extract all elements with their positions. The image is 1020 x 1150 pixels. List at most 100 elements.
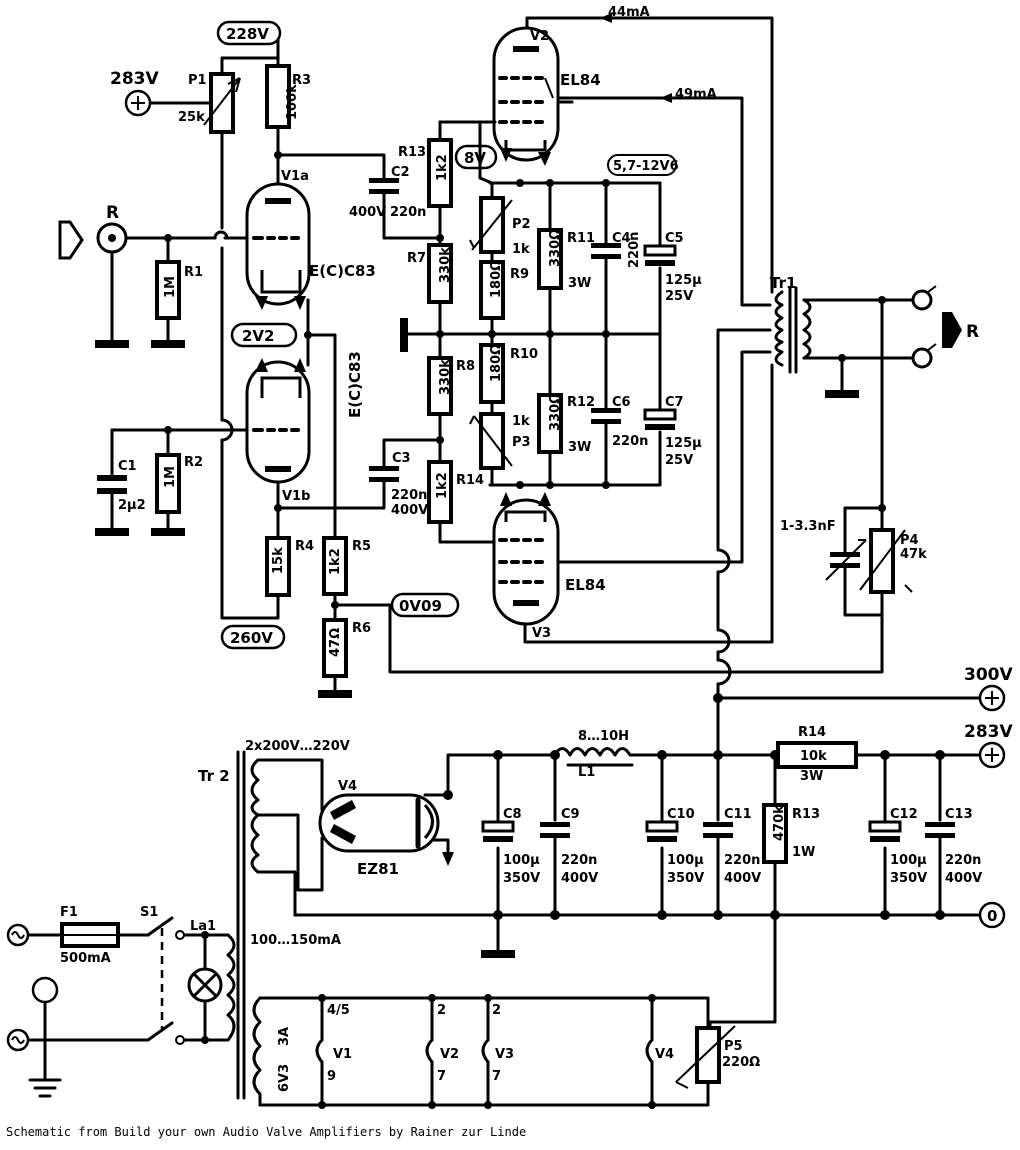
- svg-text:220n: 220n: [612, 434, 648, 449]
- svg-text:C10: C10: [667, 807, 695, 822]
- svg-text:330k: 330k: [438, 247, 453, 283]
- tube-labels: V1a E(C)C83 E(C)C83 V1b V2 EL84 V3 EL84 …: [281, 29, 606, 878]
- svg-text:350V: 350V: [667, 871, 704, 886]
- svg-text:C3: C3: [392, 451, 411, 466]
- svg-text:1-3.3nF: 1-3.3nF: [780, 519, 836, 534]
- svg-text:1M: 1M: [163, 466, 178, 488]
- terminal-283v-top[interactable]: 283V: [110, 69, 159, 117]
- svg-text:180Ω: 180Ω: [489, 260, 504, 298]
- heater-filaments: [315, 1038, 654, 1064]
- svg-text:220n: 220n: [561, 853, 597, 868]
- svg-text:283V: 283V: [964, 722, 1013, 742]
- svg-text:V4: V4: [655, 1047, 674, 1062]
- svg-text:R6: R6: [352, 621, 371, 636]
- capacitors: [97, 166, 955, 842]
- figure-caption: Schematic from Build your own Audio Valv…: [6, 1125, 526, 1139]
- input-jack[interactable]: R: [58, 203, 128, 260]
- junction-dots: [164, 151, 945, 1109]
- svg-text:R4: R4: [295, 539, 314, 554]
- svg-text:2x200V…220V: 2x200V…220V: [245, 739, 350, 754]
- tube-v1b-ecc83: [245, 358, 311, 484]
- svg-text:25V: 25V: [665, 453, 693, 468]
- output-terminals[interactable]: R: [911, 285, 979, 369]
- svg-text:220n: 220n: [945, 853, 981, 868]
- svg-text:C4: C4: [612, 231, 631, 246]
- svg-text:100k: 100k: [285, 84, 300, 120]
- svg-text:3W: 3W: [568, 276, 591, 291]
- svg-text:1k: 1k: [512, 414, 530, 429]
- svg-text:L1: L1: [578, 765, 595, 780]
- svg-text:V3: V3: [495, 1047, 514, 1062]
- svg-text:470k: 470k: [772, 805, 787, 841]
- svg-text:R12: R12: [567, 395, 595, 410]
- wire-crossovers: [213, 230, 732, 686]
- svg-text:E(C)C83: E(C)C83: [309, 262, 376, 280]
- svg-text:330Ω: 330Ω: [548, 229, 563, 267]
- svg-text:100µ: 100µ: [667, 853, 704, 868]
- svg-text:125µ: 125µ: [665, 273, 702, 288]
- terminal-300v[interactable]: 300V: [964, 665, 1013, 712]
- svg-text:R7: R7: [407, 251, 426, 266]
- svg-text:C9: C9: [561, 807, 580, 822]
- tube-v3-el84: [492, 492, 560, 626]
- svg-text:500mA: 500mA: [60, 951, 111, 966]
- svg-text:2µ2: 2µ2: [118, 498, 146, 513]
- svg-text:100µ: 100µ: [890, 853, 927, 868]
- svg-text:220n: 220n: [390, 205, 426, 220]
- svg-text:300V: 300V: [964, 665, 1013, 685]
- svg-text:3W: 3W: [568, 440, 591, 455]
- wiring: [26, 16, 987, 1107]
- svg-text:4/5: 4/5: [327, 1003, 350, 1018]
- svg-text:15k: 15k: [271, 547, 286, 574]
- svg-text:R3: R3: [292, 73, 311, 88]
- svg-text:7: 7: [437, 1069, 446, 1084]
- svg-text:F1: F1: [60, 905, 78, 920]
- svg-text:R8: R8: [456, 359, 475, 374]
- svg-text:330Ω: 330Ω: [548, 393, 563, 431]
- svg-text:8…10H: 8…10H: [578, 729, 629, 744]
- voltage-markers: 228V 2V2 260V 0V09 8V 5,7-12V6 44mA 49mA: [216, 5, 717, 650]
- svg-text:1M: 1M: [163, 276, 178, 298]
- svg-text:350V: 350V: [503, 871, 540, 886]
- svg-text:2: 2: [437, 1003, 446, 1018]
- svg-text:Tr1: Tr1: [770, 274, 796, 292]
- svg-text:220Ω: 220Ω: [722, 1055, 760, 1070]
- svg-text:V1: V1: [333, 1047, 352, 1062]
- svg-text:10k: 10k: [800, 749, 827, 764]
- svg-text:C2: C2: [391, 165, 410, 180]
- svg-text:0: 0: [987, 907, 997, 925]
- svg-text:260V: 260V: [230, 629, 273, 647]
- svg-text:100µ: 100µ: [503, 853, 540, 868]
- svg-text:44mA: 44mA: [608, 5, 650, 20]
- svg-text:P2: P2: [512, 217, 531, 232]
- svg-text:R1: R1: [184, 265, 203, 280]
- svg-text:R2: R2: [184, 455, 203, 470]
- terminal-283v-right[interactable]: 283V: [964, 722, 1013, 769]
- output-label: R: [966, 322, 979, 342]
- svg-text:180Ω: 180Ω: [489, 344, 504, 382]
- svg-text:C5: C5: [665, 231, 684, 246]
- svg-text:E(C)C83: E(C)C83: [346, 351, 364, 418]
- svg-text:400V: 400V: [349, 205, 386, 220]
- svg-text:C8: C8: [503, 807, 522, 822]
- svg-text:C13: C13: [945, 807, 973, 822]
- svg-text:283V: 283V: [110, 69, 159, 89]
- svg-text:1k2: 1k2: [328, 548, 343, 575]
- svg-text:P3: P3: [512, 435, 531, 450]
- input-label: R: [106, 203, 119, 223]
- svg-text:EL84: EL84: [565, 576, 606, 594]
- svg-text:2: 2: [492, 1003, 501, 1018]
- svg-text:6V3: 6V3: [277, 1064, 292, 1092]
- svg-text:9: 9: [327, 1069, 336, 1084]
- svg-text:V1a: V1a: [281, 169, 309, 184]
- svg-text:C11: C11: [724, 807, 752, 822]
- svg-text:V3: V3: [532, 626, 551, 641]
- svg-text:3A: 3A: [277, 1027, 292, 1046]
- svg-text:C7: C7: [665, 395, 684, 410]
- svg-text:R11: R11: [567, 231, 595, 246]
- svg-text:1W: 1W: [792, 845, 815, 860]
- terminal-zero[interactable]: 0: [978, 901, 1006, 929]
- inductor-l1: [553, 747, 640, 767]
- svg-text:1k2: 1k2: [435, 472, 450, 499]
